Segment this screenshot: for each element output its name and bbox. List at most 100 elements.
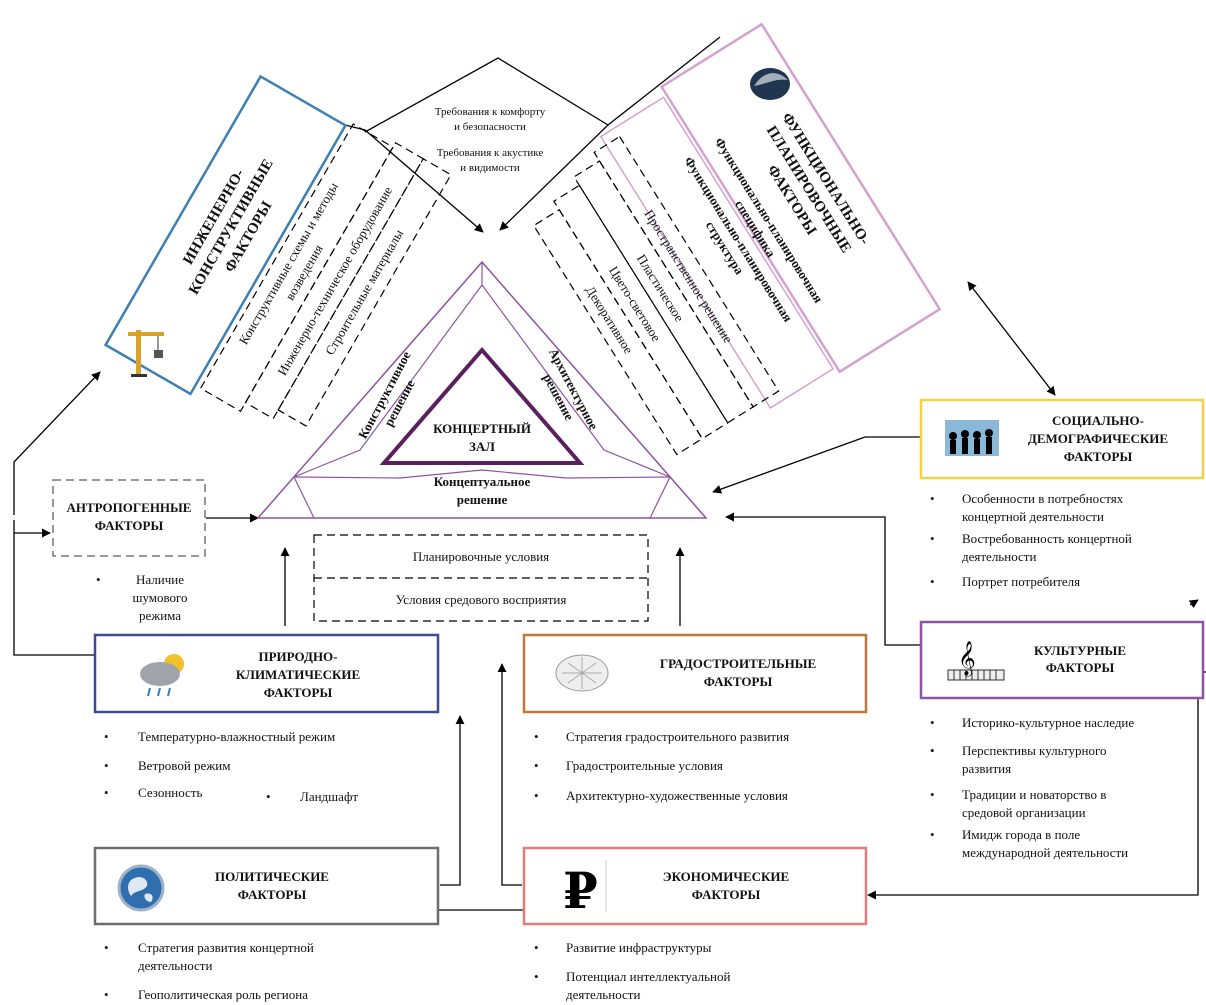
svg-text:средовой организации: средовой организации <box>962 805 1086 820</box>
arrow-functional-social <box>967 281 1056 396</box>
svg-text:•: • <box>930 787 935 802</box>
functional-block: ФУНКЦИОНАЛЬНО- ПЛАНИРОВОЧНЫЕ ФАКТОРЫ Фун… <box>532 22 942 456</box>
urban-block: ГРАДОСТРОИТЕЛЬНЫЕ ФАКТОРЫ • • • Стратегия … <box>522 633 868 803</box>
svg-text:•: • <box>104 987 109 1002</box>
svg-text:•: • <box>534 758 539 773</box>
inner-triangle <box>379 346 585 465</box>
svg-text:Планировочные условия: Планировочные условия <box>413 549 549 564</box>
natural-block: ПРИРОДНО- КЛИМАТИЧЕСКИЕ ФАКТОРЫ •••• Тем… <box>93 633 440 804</box>
svg-text:Традиции и новаторство в: Традиции и новаторство в <box>962 787 1106 802</box>
svg-text:концертной деятельности: концертной деятельности <box>962 509 1104 524</box>
people-icon <box>945 420 999 456</box>
svg-text:Имидж города в поле: Имидж города в поле <box>962 827 1080 842</box>
svg-text:СОЦИАЛЬНО-: СОЦИАЛЬНО- <box>1052 413 1144 428</box>
anthropogenic-block: АНТРОПОГЕННЫЕ ФАКТОРЫ • Наличие шумового… <box>52 479 206 623</box>
svg-text:деятельности: деятельности <box>962 549 1036 564</box>
ruble-icon: ₽ <box>563 861 598 920</box>
svg-text:Стратегия развития концертной: Стратегия развития концертной <box>138 940 314 955</box>
svg-text:Развитие инфраструктуры: Развитие инфраструктуры <box>566 940 712 955</box>
arrow-economic-center <box>497 663 522 886</box>
svg-text:ГРАДОСТРОИТЕЛЬНЫЕ: ГРАДОСТРОИТЕЛЬНЫЕ <box>660 656 816 671</box>
svg-text:Архитектурно-художественные ус: Архитектурно-художественные условия <box>566 788 788 803</box>
arrow-cultural-economic <box>867 671 1206 900</box>
arrow-left-to-engineering <box>13 371 101 515</box>
svg-text:Наличие: Наличие <box>136 572 184 587</box>
political-block: ПОЛИТИЧЕСКИЕ ФАКТОРЫ •• Стратегия развит… <box>93 846 440 1002</box>
svg-text:•: • <box>930 574 935 589</box>
svg-text:решение: решение <box>457 492 508 507</box>
svg-text:развития: развития <box>962 761 1011 776</box>
svg-text:•: • <box>104 729 109 744</box>
svg-text:•: • <box>930 827 935 842</box>
arrow-political-natural <box>440 715 465 886</box>
city-map-icon <box>555 654 609 692</box>
svg-text:Геополитическая роль региона: Геополитическая роль региона <box>138 987 308 1002</box>
arrow-social-cultural <box>1188 599 1199 609</box>
svg-text:Востребованность концертной: Востребованность концертной <box>962 531 1132 546</box>
svg-text:Потенциал интеллектуальной: Потенциал интеллектуальной <box>566 969 731 984</box>
svg-text:•: • <box>104 940 109 955</box>
crane-icon <box>128 330 164 377</box>
engineering-item-box-1 <box>199 123 394 413</box>
svg-text:ФАКТОРЫ: ФАКТОРЫ <box>1064 449 1133 464</box>
svg-text:ФАКТОРЫ: ФАКТОРЫ <box>704 674 773 689</box>
functional-title-box <box>659 22 942 374</box>
engineering-title-box <box>103 74 348 396</box>
treble-clef-icon: 𝄞 <box>947 641 1005 681</box>
cultural-block: 𝄞 КУЛЬТУРНЫЕ ФАКТОРЫ •••• Историко-культ… <box>919 620 1205 860</box>
svg-text:•: • <box>534 729 539 744</box>
svg-text:Стратегия градостроительного р: Стратегия градостроительного развития <box>566 729 789 744</box>
svg-text:КЛИМАТИЧЕСКИЕ: КЛИМАТИЧЕСКИЕ <box>236 667 360 682</box>
svg-text:Ветровой режим: Ветровой режим <box>138 758 230 773</box>
svg-text:ЗАЛ: ЗАЛ <box>469 439 495 454</box>
svg-text:Портрет потребителя: Портрет потребителя <box>962 574 1080 589</box>
svg-text:режима: режима <box>139 608 181 623</box>
svg-text:Сезонность: Сезонность <box>138 785 203 800</box>
svg-text:АНТРОПОГЕННЫЕ: АНТРОПОГЕННЫЕ <box>67 500 192 515</box>
svg-text:ФАКТОРЫ: ФАКТОРЫ <box>692 887 761 902</box>
functional-item-box-2 <box>573 160 754 424</box>
svg-text:Требования к комфорту: Требования к комфорту <box>435 106 546 118</box>
svg-text:•: • <box>534 969 539 984</box>
svg-text:ЭКОНОМИЧЕСКИЕ: ЭКОНОМИЧЕСКИЕ <box>663 869 789 884</box>
svg-text:и видимости: и видимости <box>460 162 520 174</box>
svg-text:Градостроительные условия: Градостроительные условия <box>566 758 723 773</box>
svg-text:Требования к акустике: Требования к акустике <box>437 147 544 159</box>
requirements-roof <box>364 57 609 133</box>
svg-text:КУЛЬТУРНЫЕ: КУЛЬТУРНЫЕ <box>1034 643 1126 658</box>
svg-text:Условия средового восприятия: Условия средового восприятия <box>396 592 567 607</box>
arrow-cultural-center <box>725 512 920 646</box>
svg-text:𝄞: 𝄞 <box>958 641 976 677</box>
connectors <box>13 36 1206 915</box>
svg-text:международной деятельности: международной деятельности <box>962 845 1128 860</box>
svg-text:ДЕМОГРАФИЧЕСКИЕ: ДЕМОГРАФИЧЕСКИЕ <box>1028 431 1168 446</box>
svg-text:•: • <box>266 789 271 804</box>
svg-text:ПРИРОДНО-: ПРИРОДНО- <box>259 649 338 664</box>
economic-block: ₽ ЭКОНОМИЧЕСКИЕ ФАКТОРЫ • • Развитие инфр… <box>522 846 868 1002</box>
svg-text:•: • <box>930 491 935 506</box>
arrow-left-to-natural <box>13 520 105 660</box>
svg-text:ПОЛИТИЧЕСКИЕ: ПОЛИТИЧЕСКИЕ <box>215 869 329 884</box>
svg-text:Концептуальное: Концептуальное <box>434 474 531 489</box>
requirements: Требования к комфорту и безопасности Тре… <box>435 106 546 174</box>
svg-text:Ландшафт: Ландшафт <box>300 789 358 804</box>
svg-text:Особенности в потребностях: Особенности в потребностях <box>962 491 1124 506</box>
functional-item-box-4 <box>532 208 704 456</box>
svg-text:•: • <box>930 531 935 546</box>
arrow-social-center <box>712 436 920 494</box>
svg-text:ФАКТОРЫ: ФАКТОРЫ <box>264 685 333 700</box>
globe-icon <box>117 864 165 912</box>
svg-text:•: • <box>930 743 935 758</box>
conditions-block: Планировочные условия Условия средового … <box>313 534 649 622</box>
svg-text:и безопасности: и безопасности <box>454 121 526 133</box>
svg-text:•: • <box>534 788 539 803</box>
social-block: СОЦИАЛЬНО- ДЕМОГРАФИЧЕСКИЕ ФАКТОРЫ • • • О… <box>919 398 1205 589</box>
svg-text:Историко-культурное наследие: Историко-культурное наследие <box>962 715 1134 730</box>
svg-text:•: • <box>534 940 539 955</box>
svg-text:деятельности: деятельности <box>566 987 640 1002</box>
bird-icon <box>750 68 790 100</box>
svg-text:деятельности: деятельности <box>138 958 212 973</box>
svg-text:Температурно-влажностный режим: Температурно-влажностный режим <box>138 729 335 744</box>
svg-text:Перспективы культурного: Перспективы культурного <box>962 743 1107 758</box>
